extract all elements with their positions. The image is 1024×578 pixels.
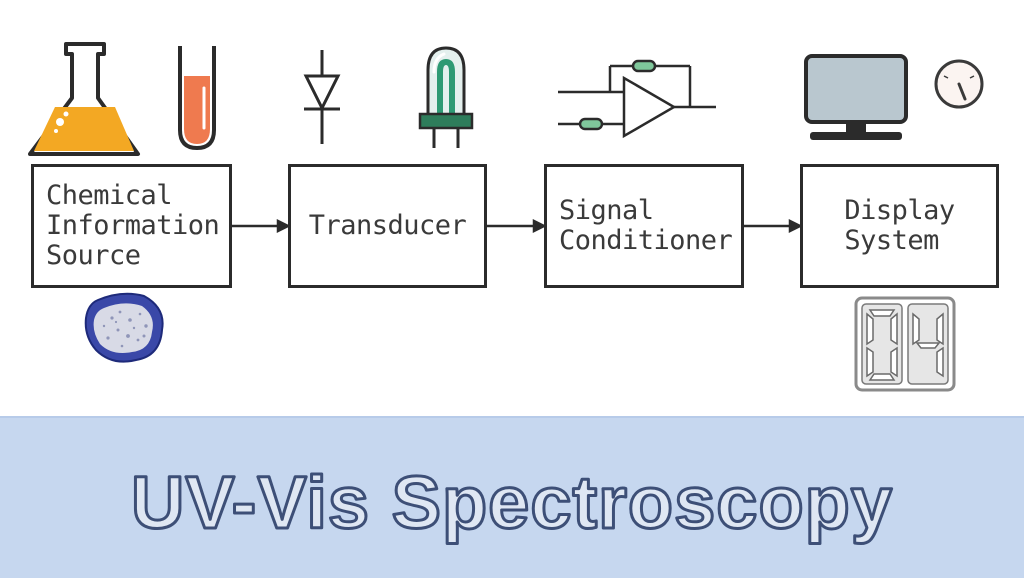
diode-icon <box>303 50 341 144</box>
test-tube-icon <box>178 46 216 151</box>
connector-arrows <box>232 218 803 234</box>
gauge-icon <box>934 59 984 109</box>
seven-segment-display-icon <box>854 296 956 392</box>
block-label: Chemical Information Source <box>46 180 220 271</box>
signal-conditioner-block: Signal Conditioner <box>544 164 744 288</box>
cell-icon <box>84 292 164 363</box>
transducer-block: Transducer <box>288 164 487 288</box>
banner-title: UV-Vis Spectroscopy <box>131 461 893 544</box>
title-text-layer: UV-Vis Spectroscopy <box>129 460 893 546</box>
flask-icon <box>28 42 140 156</box>
block-label: Transducer <box>308 210 467 241</box>
bulb-icon <box>418 46 474 148</box>
title-banner <box>0 416 1024 578</box>
block-label: Signal Conditioner <box>559 195 733 256</box>
icons-layer <box>28 42 984 392</box>
block-label: Display System <box>844 195 955 256</box>
display-system-block: Display System <box>800 164 999 288</box>
amplifier-icon <box>558 59 716 139</box>
monitor-icon <box>804 54 908 140</box>
chemical-information-source-block: Chemical Information Source <box>31 164 232 288</box>
